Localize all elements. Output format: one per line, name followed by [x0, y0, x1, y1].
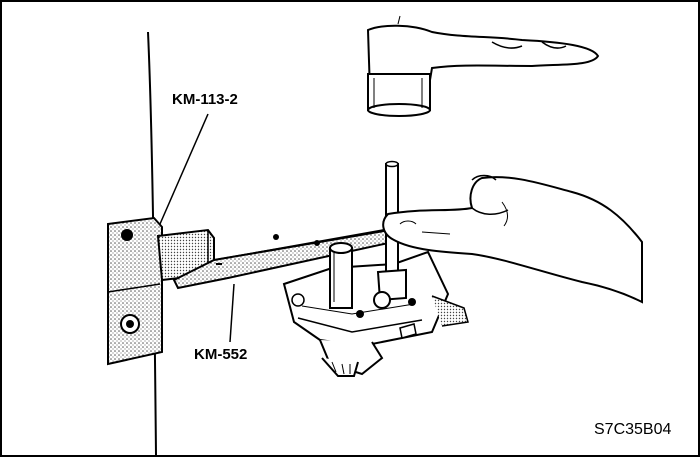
component-housing: [282, 250, 469, 377]
hand-pressing: [382, 174, 643, 304]
holding-fixture: [107, 216, 163, 366]
leader-km-552: [229, 283, 235, 343]
hammer-hand: [366, 15, 600, 117]
callout-km-552: KM-552: [194, 346, 248, 363]
figure-code: S7C35B04: [594, 421, 672, 438]
bench-edge-line: [147, 31, 157, 455]
central-shaft: [329, 242, 353, 309]
callout-km-113-2: KM-113-2: [172, 91, 238, 108]
leader-km-113-2: [159, 113, 209, 225]
vertical-rod: [373, 160, 407, 309]
